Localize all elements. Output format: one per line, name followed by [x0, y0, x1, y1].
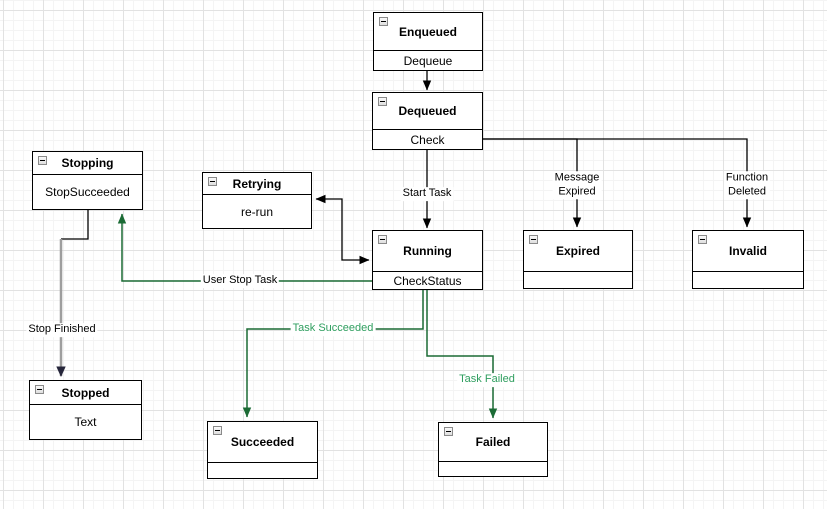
- minus-glyph: [446, 431, 451, 432]
- collapse-icon[interactable]: [378, 235, 387, 244]
- state-sub-row-retrying: re-run: [203, 194, 311, 228]
- collapse-icon[interactable]: [38, 156, 47, 165]
- collapse-icon[interactable]: [379, 17, 388, 26]
- state-title: Running: [403, 244, 452, 258]
- state-title: Dequeued: [398, 104, 457, 118]
- state-sub-row-stopped: Text: [30, 404, 141, 439]
- state-sub-row-running: CheckStatus: [373, 271, 482, 289]
- collapse-icon[interactable]: [444, 427, 453, 436]
- minus-glyph: [380, 101, 385, 102]
- state-title: Invalid: [728, 244, 767, 258]
- state-title-row-expired: Expired: [524, 231, 632, 271]
- state-sub-label: StopSucceeded: [45, 185, 130, 199]
- state-title: Stopping: [61, 156, 114, 170]
- minus-glyph: [37, 389, 42, 390]
- state-title-row-stopped: Stopped: [30, 381, 141, 404]
- minus-glyph: [531, 239, 536, 240]
- state-title-row-succeeded: Succeeded: [208, 422, 317, 462]
- state-title-row-stopping: Stopping: [33, 152, 142, 174]
- state-sub-row-expired: [524, 271, 632, 288]
- state-sub-row-enqueued: Dequeue: [374, 50, 482, 70]
- state-node-invalid[interactable]: Invalid: [692, 230, 804, 289]
- state-node-retrying[interactable]: Retrying re-run: [202, 172, 312, 229]
- state-title-row-invalid: Invalid: [693, 231, 803, 271]
- minus-glyph: [40, 160, 45, 161]
- state-title-row-running: Running: [373, 231, 482, 271]
- collapse-icon[interactable]: [208, 177, 217, 186]
- collapse-icon[interactable]: [529, 235, 538, 244]
- edge-task-failed[interactable]: [426, 290, 498, 419]
- state-sub-label: Check: [410, 132, 445, 147]
- state-sub-row-dequeued: Check: [373, 129, 482, 149]
- state-sub-row-succeeded: [208, 462, 317, 478]
- state-sub-row-stopping: StopSucceeded: [33, 174, 142, 209]
- minus-glyph: [381, 21, 386, 22]
- state-title-row-failed: Failed: [439, 423, 547, 461]
- minus-glyph: [210, 181, 215, 182]
- state-title: Retrying: [232, 176, 282, 191]
- state-sub-row-invalid: [693, 271, 803, 288]
- collapse-icon[interactable]: [698, 235, 707, 244]
- state-sub-row-failed: [439, 461, 547, 476]
- state-node-failed[interactable]: Failed: [438, 422, 548, 477]
- minus-glyph: [380, 239, 385, 240]
- edge-retry-loop[interactable]: [315, 194, 370, 265]
- state-sub-label: Dequeue: [403, 53, 453, 68]
- state-node-succeeded[interactable]: Succeeded: [207, 421, 318, 479]
- state-title: Enqueued: [398, 24, 457, 39]
- state-sub-label: Text: [74, 415, 97, 429]
- state-node-expired[interactable]: Expired: [523, 230, 633, 289]
- edge-stop-finished-upper[interactable]: [61, 210, 89, 240]
- collapse-icon[interactable]: [213, 426, 222, 435]
- edge-user-stop-task[interactable]: [117, 213, 372, 282]
- state-sub-label: re-run: [240, 204, 273, 219]
- collapse-icon[interactable]: [378, 97, 387, 106]
- minus-glyph: [215, 430, 220, 431]
- state-title-row-dequeued: Dequeued: [373, 93, 482, 129]
- state-title-row-retrying: Retrying: [203, 173, 311, 194]
- minus-glyph: [700, 239, 705, 240]
- collapse-icon[interactable]: [35, 385, 44, 394]
- state-sub-label: CheckStatus: [393, 273, 462, 288]
- state-title: Stopped: [61, 385, 110, 400]
- state-title-row-enqueued: Enqueued: [374, 13, 482, 50]
- state-title: Succeeded: [230, 435, 295, 449]
- state-title: Expired: [555, 244, 600, 258]
- state-title: Failed: [475, 435, 511, 449]
